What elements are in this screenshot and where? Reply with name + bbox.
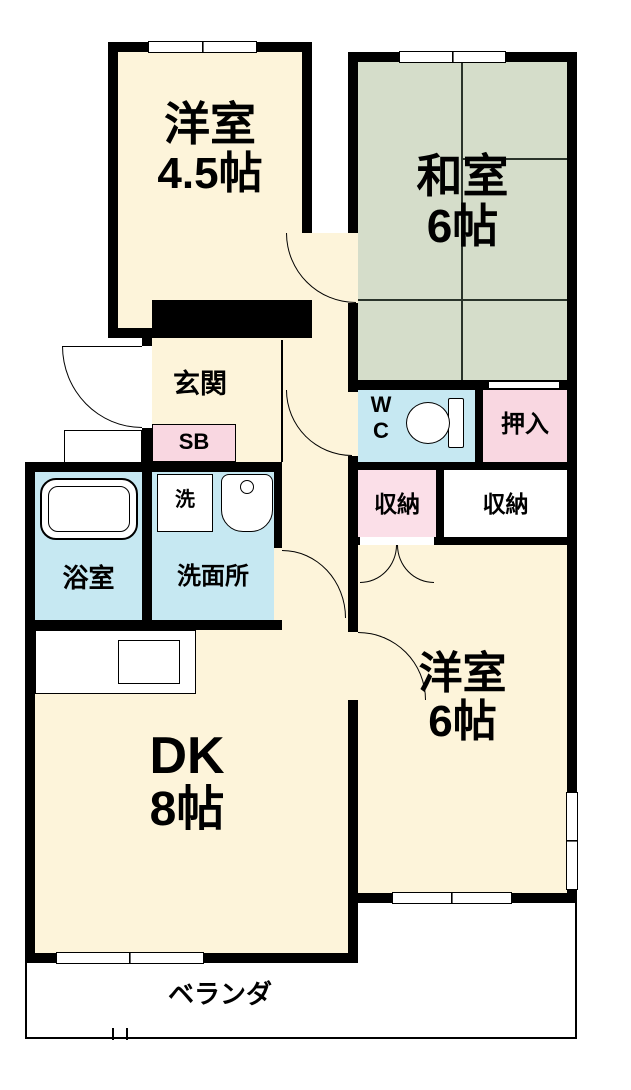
room-floor-storage-right: [444, 470, 567, 537]
window-western6-balcony: [392, 892, 512, 904]
entrance-step-line: [281, 340, 283, 462]
wall-left-western45: [108, 42, 118, 338]
washing-machine-label: 洗: [175, 489, 195, 511]
room-label-japanese-6: 和室 6帖: [358, 150, 567, 252]
room-label-western-6: 洋室 6帖: [358, 650, 567, 745]
balcony-outline-right: [355, 903, 577, 1039]
room-floor-oshiire: [483, 390, 567, 462]
bathtub-inner-icon: [48, 486, 130, 532]
wall-bath-top: [25, 462, 282, 472]
window-western6-right: [566, 792, 578, 890]
entrance-porch-step: [64, 430, 142, 464]
wall-storage-divider: [436, 470, 444, 537]
room-size: 8帖: [149, 783, 225, 837]
wall-center-mid1: [348, 303, 358, 392]
wall-bath-divider: [142, 472, 152, 620]
wall-exterior-left: [25, 462, 35, 963]
wall-right-western45: [302, 42, 312, 233]
washing-machine-icon: [157, 474, 213, 532]
toilet-label: WC: [370, 392, 392, 444]
veranda-label: ベランダ: [167, 979, 272, 1009]
tatami-line-horizontal-full: [358, 299, 567, 301]
washroom-label: 洗面所: [177, 563, 249, 590]
room-label-dk: DK 8帖: [62, 728, 312, 836]
wall-exterior-right: [567, 52, 577, 903]
storage-left-label: 収納: [374, 491, 420, 517]
wall-center-mid3: [348, 470, 358, 632]
room-label-western-4-5: 洋室 4.5帖: [118, 98, 302, 198]
kitchen-sink-icon: [118, 640, 180, 684]
tatami-line-vertical: [461, 62, 463, 380]
wall-storage-row-bottom-right: [434, 537, 577, 545]
shoe-box-label: SB: [178, 429, 210, 454]
room-name: 和室: [416, 150, 509, 202]
wall-entrance-lower: [142, 428, 152, 472]
wall-washroom-right: [274, 472, 282, 548]
oshiire-label: 押入: [501, 411, 549, 438]
shoe-box: SB: [152, 424, 236, 462]
sink-faucet-icon: [240, 480, 254, 494]
sliding-door-oshiire: [489, 381, 559, 389]
storage-right-label: 収納: [482, 491, 529, 517]
entrance-label: 玄関: [173, 369, 227, 399]
balcony-outline-left: [25, 963, 355, 1039]
room-floor-western-4-5: [118, 52, 302, 300]
wall-block-entrance: [152, 300, 312, 338]
wall-entrance-upper: [142, 338, 152, 346]
room-name: 洋室: [164, 98, 256, 150]
room-name: DK: [149, 727, 225, 785]
window-dk-balcony: [56, 952, 204, 964]
toilet-tank-icon: [448, 398, 464, 448]
bathroom-label: 浴室: [62, 563, 115, 593]
wall-washroom-dk: [25, 620, 282, 630]
room-size: 6帖: [428, 696, 497, 746]
room-name: 洋室: [418, 649, 507, 698]
room-floor-storage-left: [358, 470, 436, 537]
balcony-tick-1: [112, 1028, 114, 1040]
room-floor-western-4-5-corner: [118, 300, 152, 328]
wall-connector-left: [108, 328, 152, 338]
door-arc-entrance: [62, 346, 142, 428]
window-western45-top: [148, 41, 257, 53]
room-size: 4.5帖: [157, 148, 263, 198]
wall-storage-row-bottom-left: [348, 537, 360, 545]
room-size: 6帖: [426, 199, 499, 252]
wall-under-japanese6: [348, 380, 577, 390]
tatami-line-horizontal-right: [462, 158, 567, 160]
wall-center-upper: [348, 52, 358, 233]
wall-center-lower: [348, 700, 358, 953]
wall-wc-oshiire-divider: [475, 390, 483, 462]
toilet-bowl-icon: [406, 402, 450, 444]
room-floor-western-6: [358, 545, 567, 893]
window-japanese6-top: [399, 51, 506, 63]
balcony-tick-2: [126, 1028, 128, 1040]
wall-storage-row-top: [348, 462, 577, 470]
